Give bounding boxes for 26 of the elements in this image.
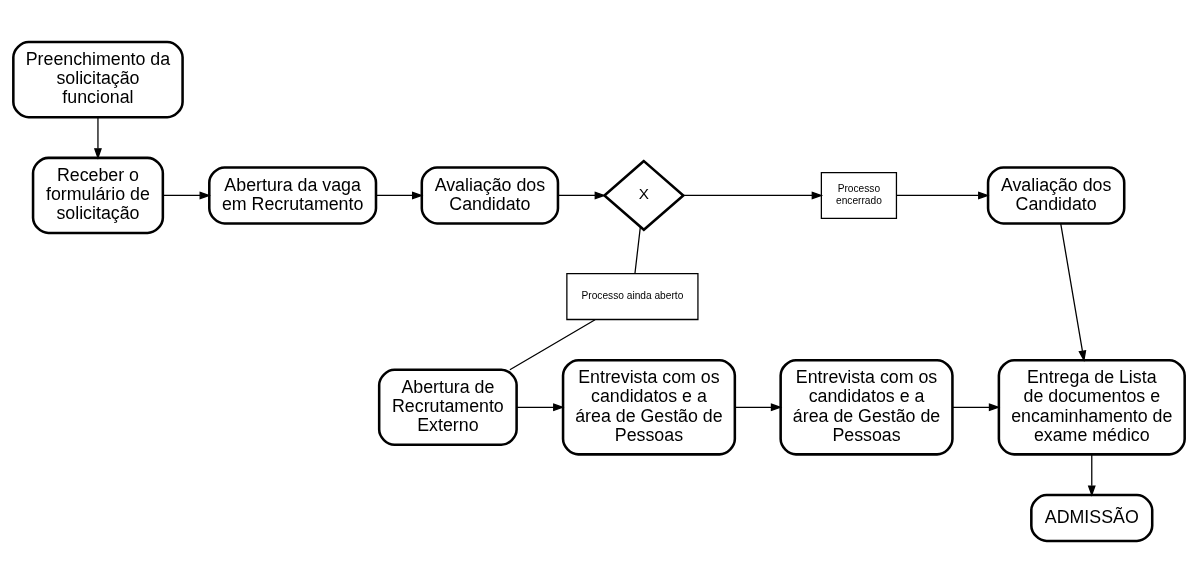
arrow <box>952 402 1001 411</box>
arrow <box>515 402 565 411</box>
node-box: Entrevista com os candidatos e a área de Gestão de Pessoas <box>779 358 954 456</box>
arrow <box>162 190 211 199</box>
arrow <box>734 402 783 411</box>
arrow <box>93 116 102 160</box>
arrow <box>1060 222 1087 362</box>
node-box: Abertura da vaga em Recrutamento <box>208 165 378 225</box>
node-box: Entrevista com os candidatos e a área de Gestão de Pessoas <box>561 358 737 456</box>
arrow <box>375 190 424 199</box>
connector <box>509 318 596 370</box>
node-box: ADMISSÃO <box>1030 493 1154 542</box>
node-diamond: X <box>602 158 686 231</box>
arrow <box>557 190 607 199</box>
node-box: Processo encerrado <box>820 171 898 219</box>
node-box: Avaliação dos Candidato <box>420 165 560 225</box>
node-box: Preenchimento da solicitação funcional <box>12 40 184 118</box>
node-box: Abertura de Recrutamento Externo <box>377 368 518 446</box>
connector <box>634 225 641 274</box>
node-box: Avaliação dos Candidato <box>986 165 1126 225</box>
node-box: Receber o formulário de solicitação <box>31 156 165 234</box>
node-box: Processo ainda aberto <box>566 272 699 320</box>
node-box: Entrega de Lista de documentos e encaminhamento de exame médico <box>997 358 1186 456</box>
arrow <box>1087 453 1096 497</box>
arrow <box>682 190 824 199</box>
arrow <box>896 190 990 199</box>
